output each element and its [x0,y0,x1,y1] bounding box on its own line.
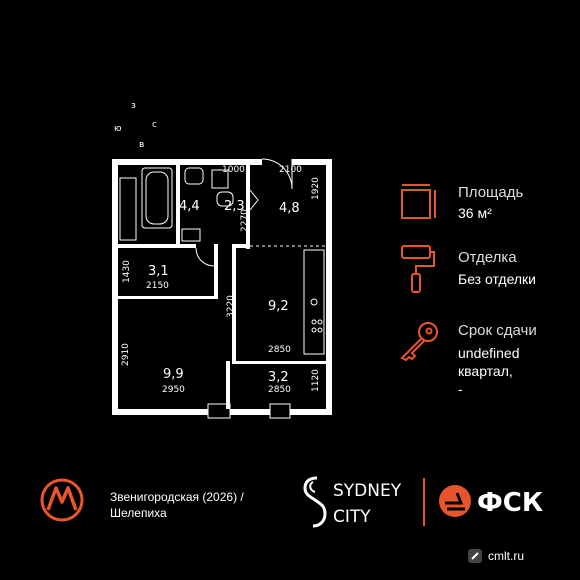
compass-south: в [139,140,144,150]
deadline-value-1: undefined [458,345,520,361]
paint-roller-icon [400,244,436,301]
metro-station: Звенигородская (2026) / Шелепиха [110,489,244,521]
fsk-logo: ФСК [437,481,547,526]
svg-text:1000: 1000 [222,165,245,175]
svg-text:2100: 2100 [279,165,302,175]
room-area-balcony: 3,2 [268,370,289,385]
compass-north: з [131,101,136,111]
svg-text:2950: 2950 [162,385,185,395]
metro-line-2: Шелепиха [110,506,167,520]
sydney-city-logo: SYDNEY CITY [303,476,413,533]
svg-text:2850: 2850 [268,385,291,395]
floor-plan: з ю с в [112,101,332,419]
svg-text:2910: 2910 [121,343,131,366]
compass-west: ю [114,124,122,134]
room-area-wc: 2,3 [224,199,245,214]
key-icon [398,320,440,367]
walls [112,159,332,415]
svg-text:2270: 2270 [240,209,250,232]
room-area-closet: 4,8 [279,201,300,216]
metro-line-1: Звенигородская (2026) / [110,490,244,504]
compass-east: с [152,120,157,130]
deadline-value-2: квартал, [458,363,513,379]
area-label: Площадь [458,184,524,201]
room-area-bedroom: 9,9 [163,367,184,382]
fixtures [119,158,325,355]
brand-divider [423,478,425,526]
area-value: 36 м² [458,205,492,221]
svg-text:1430: 1430 [122,260,132,283]
deadline-value-3: - [458,381,463,397]
hammer-icon [466,547,484,570]
room-area-bath: 4,4 [179,199,200,214]
metro-icon [34,470,90,531]
fsk-wordmark: ФСК [477,488,543,518]
windows [207,403,291,419]
room-area-kitchen: 9,2 [268,299,289,314]
sydney-city-line-2: CITY [333,507,371,527]
svg-text:3220: 3220 [226,295,236,318]
svg-text:2150: 2150 [146,281,169,291]
sydney-city-line-1: SYDNEY [333,481,402,501]
finish-value: Без отделки [458,271,537,287]
finish-label: Отделка [458,249,517,266]
room-area-hall: 3,1 [148,264,169,279]
dimensions: 1000 2100 1920 2270 1430 2150 3220 2850 … [121,165,321,395]
deadline-label: Срок сдачи [458,322,537,339]
svg-text:1120: 1120 [311,369,321,392]
svg-text:2850: 2850 [268,345,291,355]
svg-text:1920: 1920 [311,177,321,200]
watermark: cmlt.ru [488,549,524,563]
area-icon [398,182,438,227]
